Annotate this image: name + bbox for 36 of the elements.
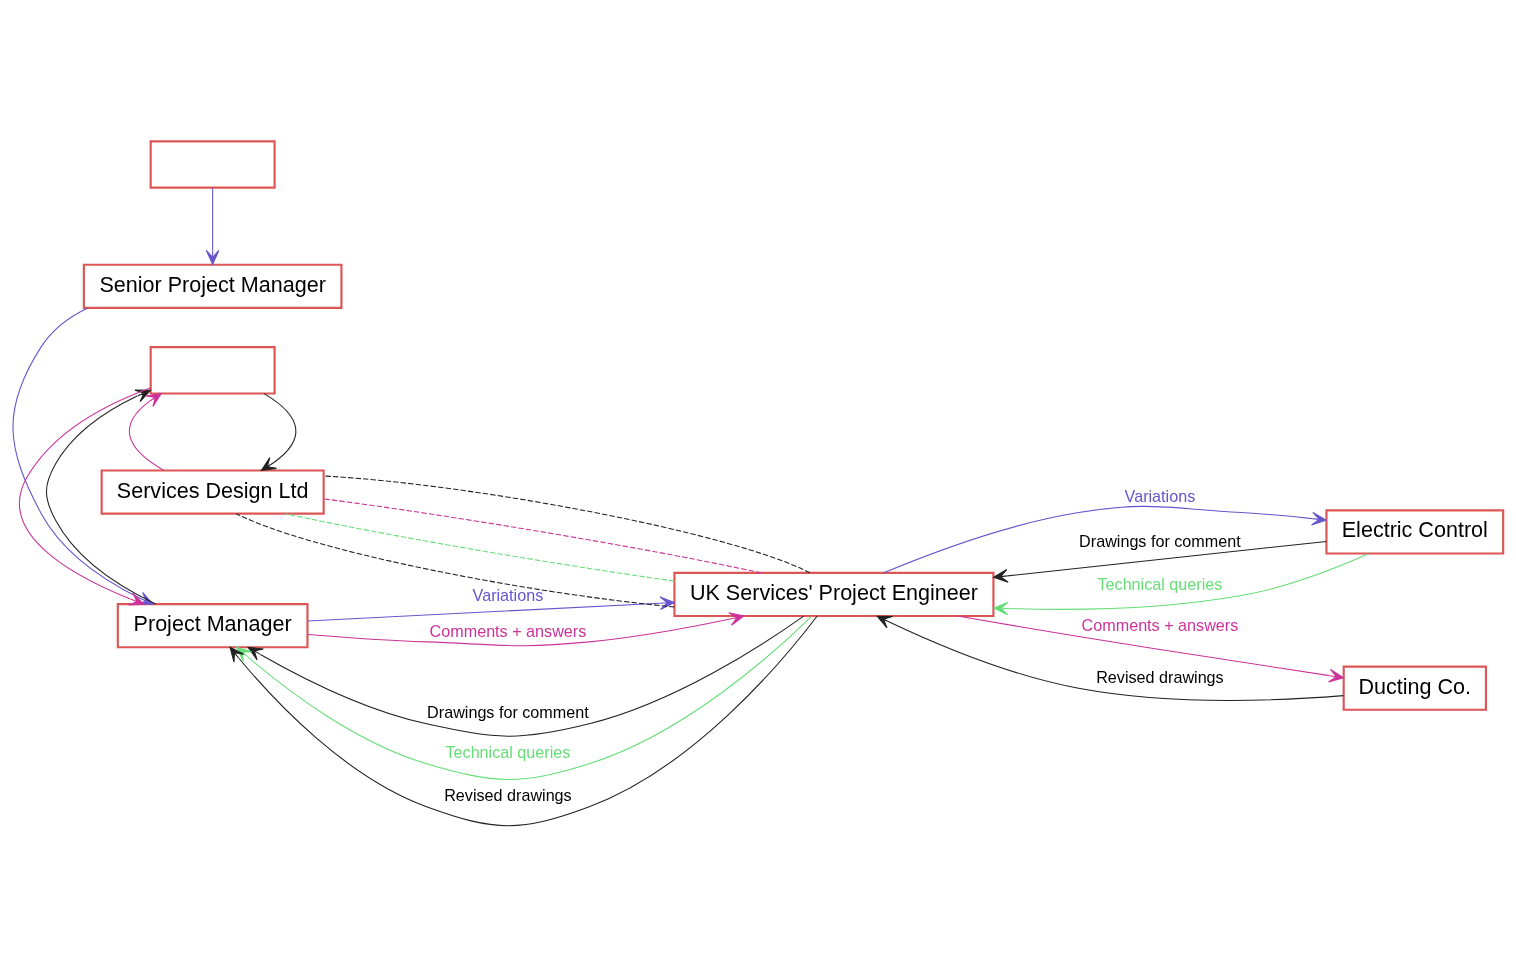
- edge-label: Revised drawings: [1096, 667, 1224, 686]
- arrow: [247, 615, 805, 737]
- connector: [235, 512, 675, 607]
- edge-label: Variations: [472, 585, 544, 604]
- arrow: [236, 615, 813, 780]
- arrow: [883, 505, 1327, 573]
- edge-label: Technical queries: [1097, 574, 1223, 593]
- edge-label: Comments + answers: [1081, 615, 1239, 634]
- node-box: Project Manager: [116, 602, 309, 648]
- connector: [284, 512, 675, 582]
- edge-label: Drawings for comment: [427, 702, 589, 721]
- arrow: [260, 392, 297, 471]
- arrow: [993, 540, 1327, 583]
- node-box: Electric Control: [1325, 508, 1505, 555]
- arrow: [876, 615, 1344, 701]
- arrow: [307, 595, 675, 622]
- arrow: [307, 611, 745, 646]
- edge-label: Technical queries: [445, 742, 571, 761]
- node-box: Services Design Ltd: [100, 468, 325, 515]
- node-box: UK Services' Project Engineer: [673, 571, 995, 617]
- connector: [323, 474, 811, 573]
- arrow: [229, 615, 818, 826]
- arrow: [18, 386, 151, 606]
- arrow: [957, 615, 1344, 682]
- edge-label: Drawings for comment: [1079, 531, 1241, 550]
- node-box: [149, 345, 276, 395]
- node-box: Ducting Co.: [1342, 665, 1487, 711]
- arrow: [128, 392, 165, 471]
- node-box: [149, 139, 276, 189]
- edge-label: Revised drawings: [444, 785, 572, 804]
- edge-label: Variations: [1124, 486, 1196, 505]
- edge-label: Comments + answers: [429, 621, 587, 640]
- arrow: [205, 186, 220, 265]
- arrow: [993, 552, 1370, 615]
- connector: [323, 497, 762, 573]
- node-box: Senior Project Manager: [82, 263, 343, 309]
